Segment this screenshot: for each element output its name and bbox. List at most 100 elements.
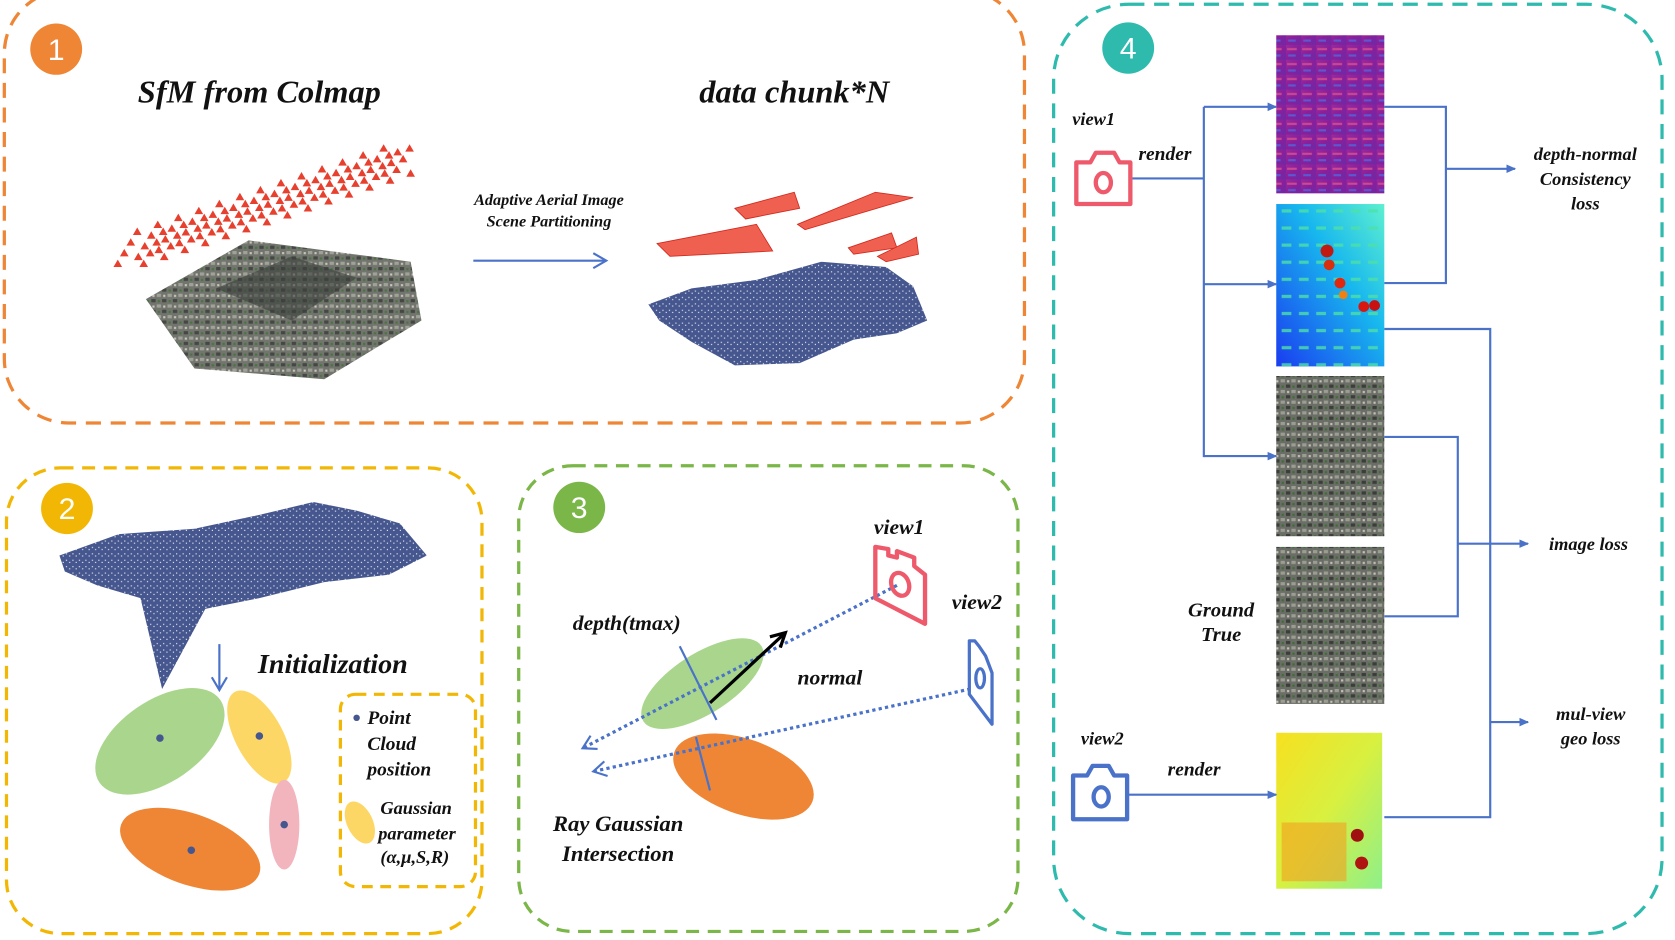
sfm-camera-marker: [380, 169, 390, 177]
initialization-label: Initialization: [257, 649, 408, 680]
render1-label: render: [1138, 144, 1191, 165]
panel-4-badge: 4: [1102, 22, 1155, 74]
sfm-camera-marker: [202, 221, 211, 229]
legend-gauss-line1: Gaussian: [380, 798, 451, 818]
sfm-camera-marker: [277, 204, 287, 212]
loss-dn-line2: Consistency: [1540, 169, 1632, 189]
sfm-camera-marker: [180, 245, 190, 254]
sfm-camera-marker: [384, 151, 394, 159]
panel-4-connectors: [1128, 102, 1530, 819]
camera-view1-p3-icon: [873, 544, 928, 626]
legend-gauss-line3: (α,μ,S,R): [380, 847, 449, 868]
sfm-camera-marker: [220, 206, 230, 215]
camera-view2-p4-icon: [1070, 763, 1130, 822]
legend-gaussian-icon: [344, 801, 376, 844]
sfm-camera-marker: [317, 165, 327, 173]
sfm-camera-marker: [393, 147, 402, 156]
sfm-camera-marker: [240, 199, 250, 208]
sfm-camera-marker: [385, 176, 395, 184]
green-cross-line: [678, 645, 718, 721]
sfm-camera-marker: [343, 165, 353, 173]
loss-image: image loss: [1549, 534, 1628, 554]
sfm-camera-marker: [338, 158, 347, 166]
sfm-camera-marker: [221, 231, 231, 240]
sfm-camera-marker: [201, 238, 210, 247]
sfm-camera-marker: [159, 252, 169, 261]
partition-label-line1: Adaptive Aerial Image: [473, 192, 624, 209]
normal-map-image: [1276, 35, 1385, 194]
sfm-camera-marker: [248, 214, 258, 222]
rendered-rgb-image: [1276, 376, 1385, 537]
view1-label-p4: view1: [1072, 109, 1115, 129]
sfm-camera-marker: [113, 259, 123, 268]
sfm-camera-marker: [175, 238, 184, 247]
legend-point-line2: Cloud: [367, 734, 416, 755]
normal-label: normal: [798, 666, 863, 690]
sfm-title: SfM from Colmap: [138, 74, 381, 110]
sfm-camera-marker: [351, 179, 360, 187]
sfm-camera-marker: [242, 224, 251, 233]
sfm-camera-marker: [406, 169, 415, 177]
loss-dn-line1: depth-normal: [1534, 144, 1638, 164]
svg-text:4: 4: [1120, 33, 1137, 66]
panel-2-border: [4, 466, 484, 936]
sfm-camera-marker: [132, 227, 142, 235]
init-pointcloud: [59, 502, 427, 689]
legend-point-icon: [353, 714, 360, 722]
view2-label-p3: view2: [952, 590, 1003, 614]
sfm-camera-marker: [302, 178, 312, 187]
panel-2-badge: 2: [41, 482, 93, 535]
gt-label-line2: True: [1201, 624, 1241, 646]
sfm-camera-marker: [392, 165, 401, 174]
sfm-camera-marker: [208, 210, 218, 218]
view1-label-p3: view1: [874, 515, 924, 539]
sfm-camera-marker: [213, 217, 223, 225]
legend-gauss-line2: parameter: [376, 824, 456, 844]
loss-mv-line1: mul-view: [1556, 704, 1626, 724]
sfm-camera-marker: [269, 207, 278, 215]
sfm-camera-marker: [275, 196, 285, 205]
sfm-camera-marker: [139, 259, 149, 268]
sfm-camera-marker: [179, 220, 189, 229]
sfm-camera-marker: [199, 213, 209, 222]
sfm-camera-marker: [276, 178, 286, 187]
panel-1-border: [2, 0, 1027, 425]
view1-ray: [580, 583, 898, 750]
chunk-pointcloud: [648, 261, 928, 366]
sfm-camera-marker: [235, 192, 245, 201]
sfm-camera-marker: [216, 224, 225, 233]
sfm-camera-marker: [134, 252, 143, 261]
panel-4-border: [1052, 2, 1664, 936]
sfm-camera-marker: [243, 207, 252, 215]
ray-label-line1: Ray Gaussian: [552, 811, 683, 836]
depth-label: depth(tmax): [573, 611, 681, 635]
sfm-camera-marker: [166, 241, 176, 250]
sfm-camera-marker: [310, 193, 319, 201]
sfm-camera-marker: [297, 171, 306, 180]
sfm-camera-marker: [261, 192, 271, 201]
sfm-camera-marker: [255, 203, 264, 211]
sfm-camera-marker: [188, 217, 197, 225]
sfm-camera-marker: [303, 204, 313, 212]
sfm-camera-marker: [270, 189, 279, 198]
sfm-camera-marker: [249, 196, 259, 205]
sfm-camera-marker: [195, 231, 205, 240]
sfm-camera-marker: [318, 190, 328, 198]
depth-map-view2-image: [1276, 732, 1383, 889]
sfm-camera-marker: [167, 224, 177, 232]
ground-truth-image: [1276, 546, 1385, 704]
sfm-camera-marker: [344, 190, 354, 198]
sfm-camera-marker: [372, 154, 382, 163]
sfm-camera-marker: [173, 213, 183, 222]
sfm-camera-marker: [398, 154, 408, 163]
sfm-camera-marker: [146, 231, 156, 239]
sfm-camera-grid: /* placeholder */: [113, 144, 415, 268]
sfm-camera-marker: [207, 228, 217, 236]
legend-point-line3: position: [365, 760, 431, 781]
svg-text:1: 1: [48, 34, 65, 67]
sfm-camera-marker: [330, 186, 340, 194]
sfm-camera-marker: [263, 200, 273, 208]
sfm-camera-marker: [323, 171, 332, 180]
sfm-camera-marker: [386, 158, 396, 167]
sfm-camera-marker: [325, 179, 334, 187]
